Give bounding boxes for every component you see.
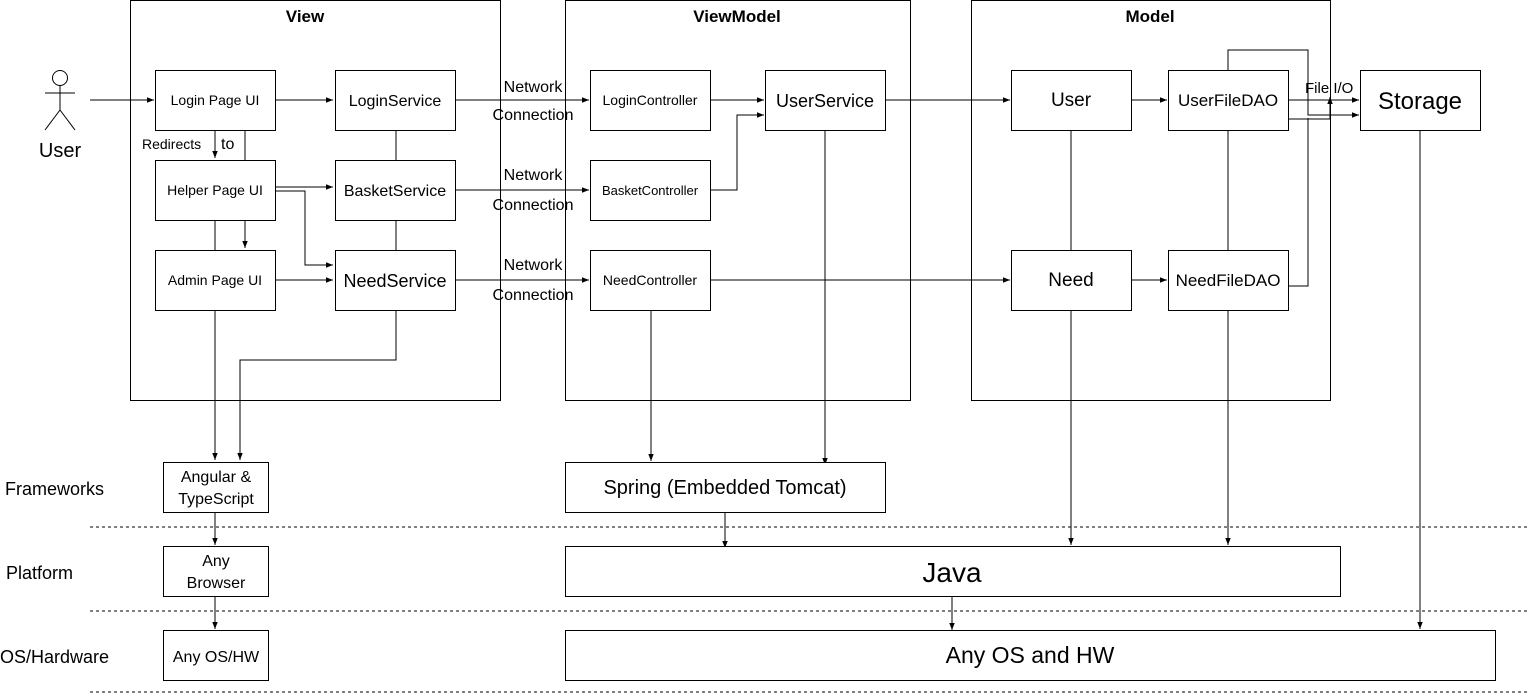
any-os-hw-label: Any OS/HW — [173, 649, 260, 666]
any-os-and-hw-box — [565, 630, 1496, 681]
angular-label-line1: Angular & — [181, 469, 252, 486]
helper-page-box — [155, 160, 276, 221]
edge-helper-need — [275, 190, 333, 268]
edge-userdao-fileio — [1289, 97, 1333, 120]
network-label-3-line2: Connection — [493, 287, 574, 304]
layer-label-platform: Platform — [6, 563, 73, 583]
user-file-dao-box — [1168, 70, 1289, 131]
need-file-dao-box — [1168, 250, 1289, 311]
any-browser-box — [163, 546, 269, 597]
edge-needdao-storage — [1289, 118, 1309, 287]
angular-label-line2: TypeScript — [178, 491, 254, 508]
need-controller-box — [590, 250, 711, 311]
any-os-hw-box — [163, 630, 269, 681]
layer-label-os-hardware: OS/Hardware — [0, 647, 109, 667]
redirect-label-word2: to — [221, 136, 234, 153]
any-browser-label-line1: Any — [202, 553, 230, 570]
login-service-box — [335, 70, 456, 131]
any-os-and-hw-label: Any OS and HW — [946, 642, 1115, 668]
login-service-label: LoginService — [349, 93, 442, 110]
network-label-2-line2: Connection — [493, 197, 574, 214]
user-actor-label: User — [39, 140, 82, 162]
view-title: View — [286, 7, 325, 26]
any-browser-label-line2: Browser — [187, 575, 246, 592]
user-service-box — [765, 70, 886, 131]
spring-box — [565, 462, 886, 513]
user-file-dao-label: UserFileDAO — [1178, 91, 1278, 110]
basket-controller-box — [590, 160, 711, 221]
login-controller-label: LoginController — [603, 92, 698, 108]
basket-service-box — [335, 160, 456, 221]
edge-userdao-storage-loop — [1227, 49, 1359, 118]
layer-label-frameworks: Frameworks — [5, 479, 104, 499]
network-label-1-line2: Connection — [493, 107, 574, 124]
storage-box — [1360, 70, 1481, 131]
viewmodel-title: ViewModel — [693, 7, 781, 26]
redirect-label-word1: Redirects — [142, 136, 201, 152]
spring-label: Spring (Embedded Tomcat) — [603, 477, 846, 499]
need-controller-label: NeedController — [603, 272, 697, 288]
login-page-box — [155, 70, 276, 131]
network-label-2-line1: Network — [504, 167, 564, 184]
login-controller-box — [590, 70, 711, 131]
user-service-label: UserService — [776, 91, 874, 111]
need-file-dao-label: NeedFileDAO — [1176, 271, 1281, 290]
angular-box — [163, 462, 269, 513]
basket-controller-label: BasketController — [602, 183, 699, 198]
java-box — [565, 546, 1341, 597]
network-label-1-line1: Network — [504, 79, 564, 96]
network-label-3-line1: Network — [504, 257, 564, 274]
model-container — [971, 0, 1331, 401]
java-label: Java — [922, 557, 982, 588]
user-model-box — [1011, 70, 1132, 131]
file-io-label: File I/O — [1305, 80, 1353, 97]
edge-needservice-angular — [237, 310, 397, 460]
need-model-label: Need — [1048, 270, 1093, 291]
login-page-label: Login Page UI — [171, 92, 260, 108]
edge-basketcontroller-userservice — [710, 112, 764, 191]
basket-service-label: BasketService — [344, 183, 446, 200]
admin-page-label: Admin Page UI — [168, 272, 262, 288]
user-actor-icon — [44, 70, 76, 131]
storage-label: Storage — [1378, 88, 1462, 115]
need-model-box — [1011, 250, 1132, 311]
user-model-label: User — [1051, 90, 1092, 111]
helper-page-label: Helper Page UI — [167, 182, 263, 198]
need-service-box — [335, 250, 456, 311]
need-service-label: NeedService — [343, 271, 446, 291]
model-title: Model — [1125, 7, 1174, 26]
admin-page-box — [155, 250, 276, 311]
